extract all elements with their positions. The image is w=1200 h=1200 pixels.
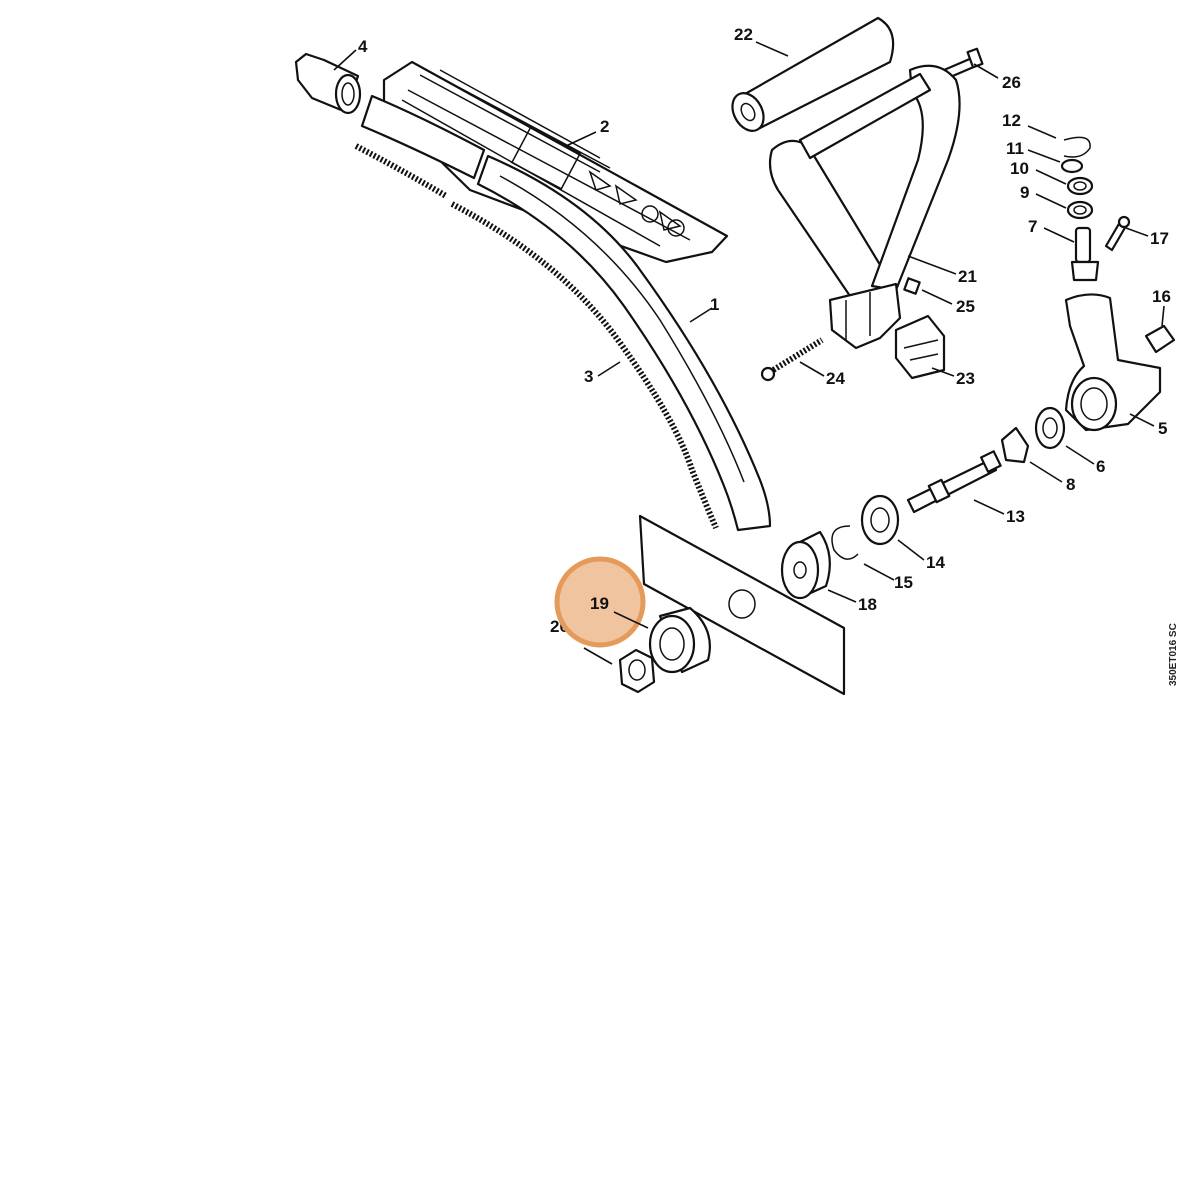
part-bearing-10[interactable] xyxy=(1066,176,1094,196)
part-blade[interactable] xyxy=(638,514,846,696)
leader-lines xyxy=(333,41,1165,665)
part-clamp[interactable] xyxy=(894,314,946,380)
highlight-circle xyxy=(554,556,646,648)
drawing-code: 350ET016 SC xyxy=(1168,623,1179,686)
part-cap[interactable] xyxy=(294,52,362,115)
callout-2[interactable]: 2 xyxy=(600,117,609,136)
callout-17[interactable]: 17 xyxy=(1150,229,1169,248)
part-drive-tube[interactable] xyxy=(360,94,772,532)
callout-13[interactable]: 13 xyxy=(1006,507,1025,526)
callout-26[interactable]: 25 xyxy=(956,297,975,316)
callout-19: 19 xyxy=(590,594,609,613)
part-drive-cable[interactable] xyxy=(354,143,719,530)
part-ring-11[interactable] xyxy=(1060,158,1084,174)
highlight-callout-19[interactable]: 19 xyxy=(554,556,649,648)
callout-15[interactable]: 15 xyxy=(894,573,913,592)
part-clamp-washer[interactable] xyxy=(648,606,711,674)
part-bearing-6[interactable] xyxy=(1034,406,1066,450)
part-gear-head[interactable] xyxy=(1064,293,1162,432)
part-nut[interactable] xyxy=(618,648,656,694)
callout-11[interactable]: 11 xyxy=(1006,139,1024,158)
callout-9[interactable]: 9 xyxy=(1020,183,1029,202)
part-loop-handle[interactable] xyxy=(768,64,961,350)
callout-18[interactable]: 18 xyxy=(858,595,877,614)
part-circlip-15[interactable] xyxy=(831,525,859,560)
part-circlip-12[interactable] xyxy=(1063,136,1091,158)
callout-12[interactable]: 12 xyxy=(1002,111,1021,130)
callout-22[interactable]: 22 xyxy=(734,25,753,44)
part-bevel-gear[interactable] xyxy=(1000,426,1030,464)
part-bearing-14[interactable] xyxy=(860,494,900,546)
callout-10[interactable]: 10 xyxy=(1010,159,1029,178)
callout-25[interactable]: 24 xyxy=(826,369,845,388)
callout-1[interactable]: 1 xyxy=(710,295,719,314)
callout-8[interactable]: 8 xyxy=(1066,475,1075,494)
callout-4[interactable]: 4 xyxy=(358,37,368,56)
callout-24[interactable]: 23 xyxy=(956,369,975,388)
callout-14[interactable]: 14 xyxy=(926,553,945,572)
callout-21[interactable]: 21 xyxy=(958,267,977,286)
callout-3[interactable]: 3 xyxy=(584,367,593,386)
callout-6[interactable]: 6 xyxy=(1096,457,1105,476)
part-pinion-7[interactable] xyxy=(1070,226,1100,282)
part-bearing-9[interactable] xyxy=(1066,200,1094,220)
part-square-nut[interactable] xyxy=(903,277,921,295)
part-screw-17[interactable] xyxy=(1104,215,1131,252)
callout-5[interactable]: 5 xyxy=(1158,419,1167,438)
part-thrust-washer[interactable] xyxy=(780,530,831,600)
part-plug[interactable] xyxy=(1144,324,1176,354)
part-long-screw[interactable] xyxy=(760,337,824,382)
part-grip[interactable] xyxy=(726,16,895,136)
callout-23[interactable]: 26 xyxy=(1002,73,1021,92)
part-output-shaft[interactable] xyxy=(906,450,1002,514)
callout-labels: 4 2 1 3 22 26 12 11 10 9 7 17 21 25 16 2… xyxy=(358,25,1171,636)
part-decal[interactable] xyxy=(382,60,729,264)
callout-7[interactable]: 7 xyxy=(1028,217,1037,236)
callout-16[interactable]: 16 xyxy=(1152,287,1171,306)
